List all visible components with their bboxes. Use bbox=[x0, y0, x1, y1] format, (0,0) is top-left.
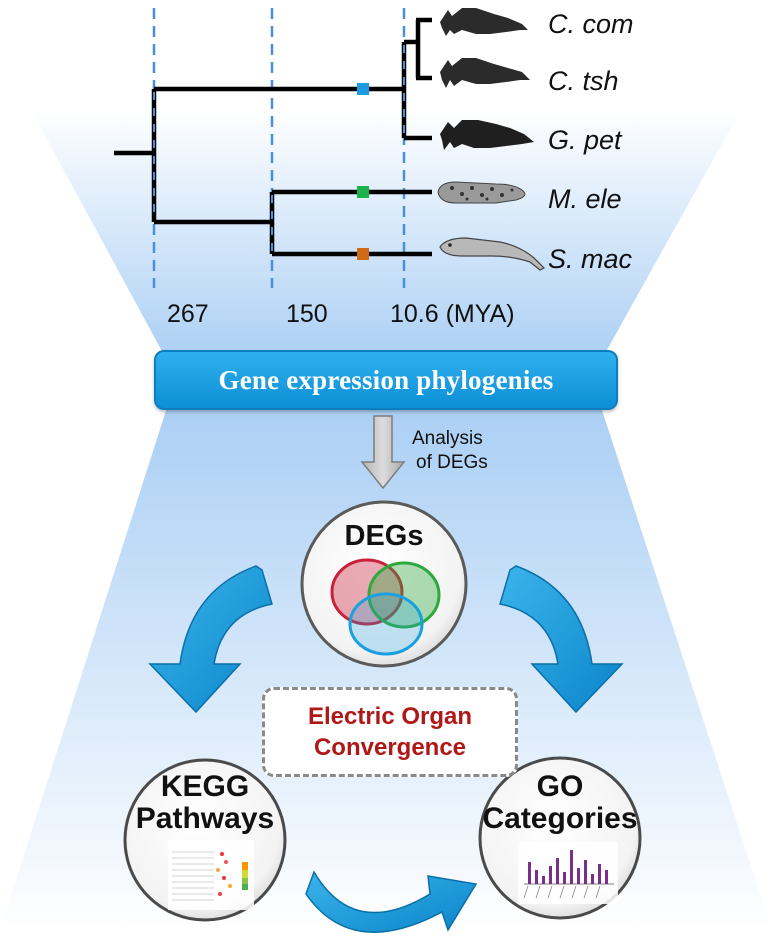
electric-organ-convergence-box: Electric Organ Convergence bbox=[262, 687, 518, 777]
gene-expression-banner: Gene expression phylogenies bbox=[154, 350, 618, 410]
species-label-g-pet: G. pet bbox=[548, 125, 622, 155]
fish-m-ele-icon bbox=[437, 181, 526, 204]
branch-marker-blue bbox=[357, 83, 369, 95]
fish-g-pet-icon bbox=[440, 120, 534, 150]
left-curved-arrow bbox=[148, 565, 273, 714]
kegg-mini-chart bbox=[168, 840, 254, 910]
species-label-s-mac: S. mac bbox=[548, 244, 633, 274]
analysis-label-line1: Analysis bbox=[412, 428, 483, 449]
kegg-title-line2: Pathways bbox=[135, 802, 275, 835]
species-label-c-com: C. com bbox=[548, 9, 634, 39]
analysis-down-arrow bbox=[360, 415, 406, 490]
fish-c-tsh-icon bbox=[440, 58, 530, 88]
go-title-line1: GO bbox=[536, 770, 584, 803]
fish-s-mac-icon bbox=[439, 237, 546, 271]
analysis-label-line2: of DEGs bbox=[416, 452, 488, 473]
species-label-c-tsh: C. tsh bbox=[548, 66, 619, 96]
venn-diagram bbox=[330, 558, 441, 656]
time-label-150: 150 bbox=[286, 300, 328, 328]
go-mini-chart bbox=[518, 842, 618, 904]
kegg-title-line1: KEGG bbox=[160, 770, 250, 803]
time-label-10-6: 10.6 (MYA) bbox=[390, 300, 515, 328]
go-title-line2: Categories bbox=[482, 802, 638, 835]
degs-circle bbox=[300, 500, 468, 668]
time-label-267: 267 bbox=[167, 300, 209, 328]
species-label-m-ele: M. ele bbox=[548, 184, 622, 214]
degs-title: DEGs bbox=[344, 520, 424, 552]
fish-c-com-icon bbox=[440, 8, 528, 36]
banner-label: Gene expression phylogenies bbox=[218, 364, 554, 395]
right-curved-arrow bbox=[499, 565, 624, 714]
convergence-line2: Convergence bbox=[313, 734, 467, 761]
branch-marker-green bbox=[357, 186, 369, 198]
bottom-curved-arrow bbox=[305, 870, 478, 933]
branch-marker-orange bbox=[357, 248, 369, 260]
node-accents bbox=[153, 45, 405, 252]
top-funnel-background bbox=[30, 108, 742, 366]
convergence-line1: Electric Organ bbox=[307, 703, 473, 730]
